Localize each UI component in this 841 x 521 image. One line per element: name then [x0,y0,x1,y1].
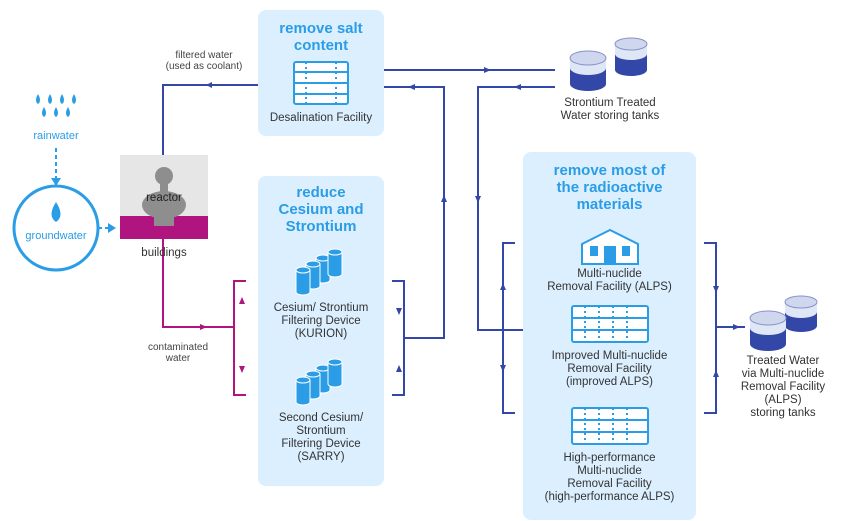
cylinder-tanks-icon [295,358,343,406]
contaminated-water-label: contaminated water [147,342,209,364]
treated-tanks-label: Treated Water via Multi-nuclide Removal … [740,355,826,419]
groundwater-label: groundwater [25,230,87,242]
groundwater-circle [12,184,100,272]
improved-alps-label: Improved Multi-nuclide Removal Facility … [551,350,668,388]
high-performance-alps-label: High-performance Multi-nuclide Removal F… [544,452,675,503]
reactor-icon [142,167,186,226]
facility-building-icon [581,228,639,265]
cylinder-tanks-icon [295,248,343,296]
filtered-water-label: filtered water (used as coolant) [165,50,243,72]
alps-panel-title: remove most of the radioactive materials [553,162,666,213]
storage-tank-icon [569,37,648,91]
raindrops-icon [36,94,76,117]
strontium-tanks-label: Strontium Treated Water storing tanks [560,97,660,122]
desalination-label: Desalination Facility [269,112,373,124]
water-drop-icon [51,202,61,222]
filter-rack-icon [293,61,349,105]
filter-rack-icon [571,305,649,343]
cesium-title: reduce Cesium and Strontium [278,184,364,235]
filter-rack-icon [571,407,649,445]
buildings-label: buildings [141,247,187,259]
reactor-label: reactor [146,192,182,204]
rainwater-label: rainwater [33,130,79,142]
kurion-label: Cesium/ Strontium Filtering Device (KURI… [273,302,369,340]
alps-label: Multi-nuclide Removal Facility (ALPS) [547,268,672,293]
sarry-label: Second Cesium/ Strontium Filtering Devic… [278,412,364,463]
desalination-title: remove salt content [279,20,363,54]
cesium-panel [258,176,384,486]
storage-tank-icon [749,295,818,351]
